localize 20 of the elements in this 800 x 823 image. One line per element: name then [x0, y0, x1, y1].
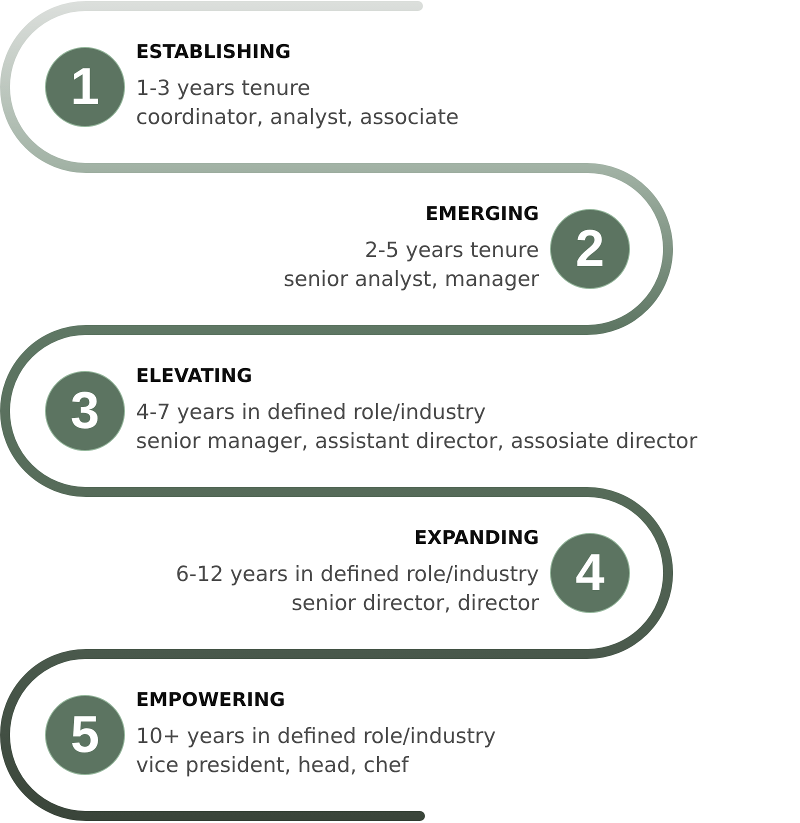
step-number-circle: 3: [45, 371, 125, 451]
step-number-circle: 4: [550, 533, 630, 613]
tenure-text: 6-12 years in defined role/industry: [176, 561, 539, 588]
job-titles-text: vice president, head, chef: [136, 752, 409, 779]
tenure-text: 10+ years in defined role/industry: [136, 723, 496, 750]
stage-title: ESTABLISHING: [136, 40, 291, 65]
job-titles-text: senior director, director: [291, 590, 539, 617]
tenure-text: 4-7 years in defined role/industry: [136, 399, 486, 426]
step-number-circle: 2: [550, 209, 630, 289]
step-number-circle: 1: [45, 47, 125, 127]
step-number-circle: 5: [45, 695, 125, 775]
stage-title: EXPANDING: [414, 526, 539, 551]
job-titles-text: senior manager, assistant director, assosiate director: [136, 428, 698, 455]
stage-title: ELEVATING: [136, 364, 252, 389]
job-titles-text: senior analyst, manager: [284, 266, 539, 293]
tenure-text: 1-3 years tenure: [136, 75, 310, 102]
stage-title: EMPOWERING: [136, 688, 286, 713]
stage-title: EMERGING: [425, 202, 539, 227]
tenure-text: 2-5 years tenure: [364, 237, 539, 264]
job-titles-text: coordinator, analyst, associate: [136, 104, 459, 131]
